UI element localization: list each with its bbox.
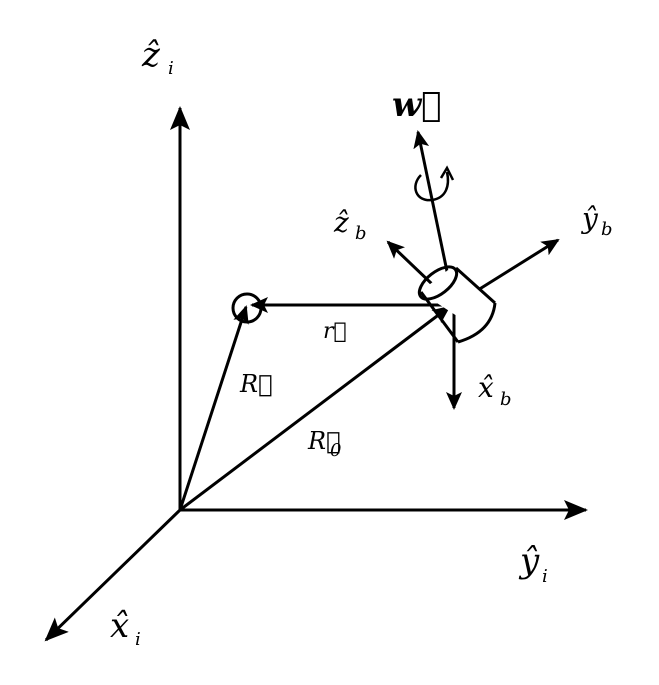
label-w: w⃗	[392, 85, 442, 125]
svg-text:i: i	[542, 566, 548, 587]
svg-text:x̂: x̂	[478, 371, 494, 404]
R-vector	[178, 305, 249, 511]
svg-text:i: i	[168, 58, 174, 79]
svg-text:i: i	[135, 629, 141, 650]
rigid-body-cylinder	[417, 265, 497, 344]
svg-text:b: b	[500, 389, 512, 410]
svg-text:b: b	[355, 223, 367, 244]
svg-text:R⃗: R⃗	[307, 427, 340, 455]
label-y-body: ŷ b	[580, 202, 613, 240]
label-z-body: ẑ b	[333, 206, 367, 244]
svg-text:0: 0	[330, 440, 341, 461]
rotation-arrow-icon	[414, 171, 450, 202]
label-R0: R⃗ 0	[307, 427, 341, 461]
label-x-inertial: x̂ i	[110, 606, 141, 650]
svg-text:ẑ: ẑ	[333, 206, 349, 239]
point-mass	[231, 292, 263, 324]
label-r: r⃗	[323, 319, 347, 344]
R0-vector	[179, 305, 451, 512]
label-R: R⃗	[239, 370, 272, 398]
label-x-body: x̂ b	[478, 371, 512, 410]
svg-text:b: b	[601, 219, 613, 240]
label-y-inertial: ŷ i	[518, 541, 548, 587]
svg-text:x̂: x̂	[110, 606, 129, 646]
svg-text:ŷ: ŷ	[518, 541, 540, 581]
label-z-inertial: ẑ i	[141, 35, 174, 79]
svg-text:ẑ: ẑ	[141, 35, 161, 75]
svg-text:ŷ: ŷ	[580, 202, 599, 235]
x-inertial-axis	[44, 508, 182, 642]
